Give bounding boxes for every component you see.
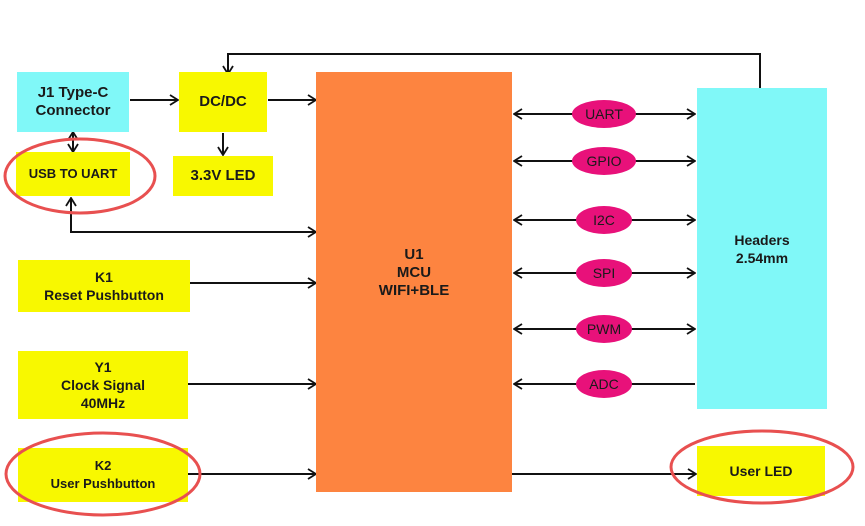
mcu-line1: U1: [404, 246, 424, 263]
mcu-line2: MCU: [396, 264, 432, 281]
k1-reset-pushbutton: K1 Reset Pushbutton: [18, 260, 190, 312]
j1-line2: Connector: [35, 102, 111, 119]
usb-to-uart-block: USB TO UART: [16, 152, 130, 196]
user-led-label: User LED: [729, 463, 793, 479]
headers-line2: 2.54mm: [735, 249, 789, 266]
user-led-block: User LED: [697, 446, 825, 496]
led-3v3-block: 3.3V LED: [173, 156, 273, 196]
bus-label-gpio: GPIO: [586, 153, 621, 169]
y1-clock-signal: Y1 Clock Signal 40MHz: [18, 351, 188, 419]
bus-pill-gpio: [572, 147, 636, 175]
mcu-line3: WIFI+BLE: [378, 282, 450, 299]
dcdc-block: DC/DC: [179, 72, 267, 132]
j1-type-c-connector: J1 Type-C Connector: [17, 72, 129, 132]
bus-pill-adc: [576, 370, 632, 398]
wire-usbuart-mcu: [71, 198, 316, 232]
usb-to-uart-label: USB TO UART: [28, 166, 118, 181]
u1-mcu-block: U1 MCU WIFI+BLE: [316, 72, 512, 492]
k2-line2: User Pushbutton: [50, 476, 156, 491]
j1-line1: J1 Type-C: [37, 84, 109, 101]
headers-block: Headers 2.54mm: [697, 88, 827, 409]
bus-pill-uart: [572, 100, 636, 128]
headers-line1: Headers: [734, 231, 790, 248]
dcdc-label: DC/DC: [199, 93, 247, 110]
bus-label-i2c: I2C: [593, 212, 615, 228]
bus-label-pwm: PWM: [587, 321, 621, 337]
k2-user-pushbutton: K2 User Pushbutton: [18, 448, 188, 502]
k1-line1: K1: [95, 269, 113, 285]
bus-group: UART GPIO I2C SPI PWM ADC: [514, 100, 695, 398]
y1-line2: Clock Signal: [60, 377, 146, 393]
y1-line1: Y1: [94, 359, 112, 375]
bus-pill-i2c: [576, 206, 632, 234]
bus-label-uart: UART: [585, 106, 623, 122]
bus-pill-pwm: [576, 315, 632, 343]
y1-line3: 40MHz: [80, 395, 126, 411]
bus-label-spi: SPI: [593, 265, 616, 281]
k2-line1: K2: [94, 458, 112, 473]
wire-headers-dcdc: [228, 53, 761, 88]
k1-line2: Reset Pushbutton: [44, 287, 164, 303]
bus-pill-spi: [576, 259, 632, 287]
led-3v3-label: 3.3V LED: [190, 167, 256, 184]
bus-label-adc: ADC: [589, 376, 619, 392]
